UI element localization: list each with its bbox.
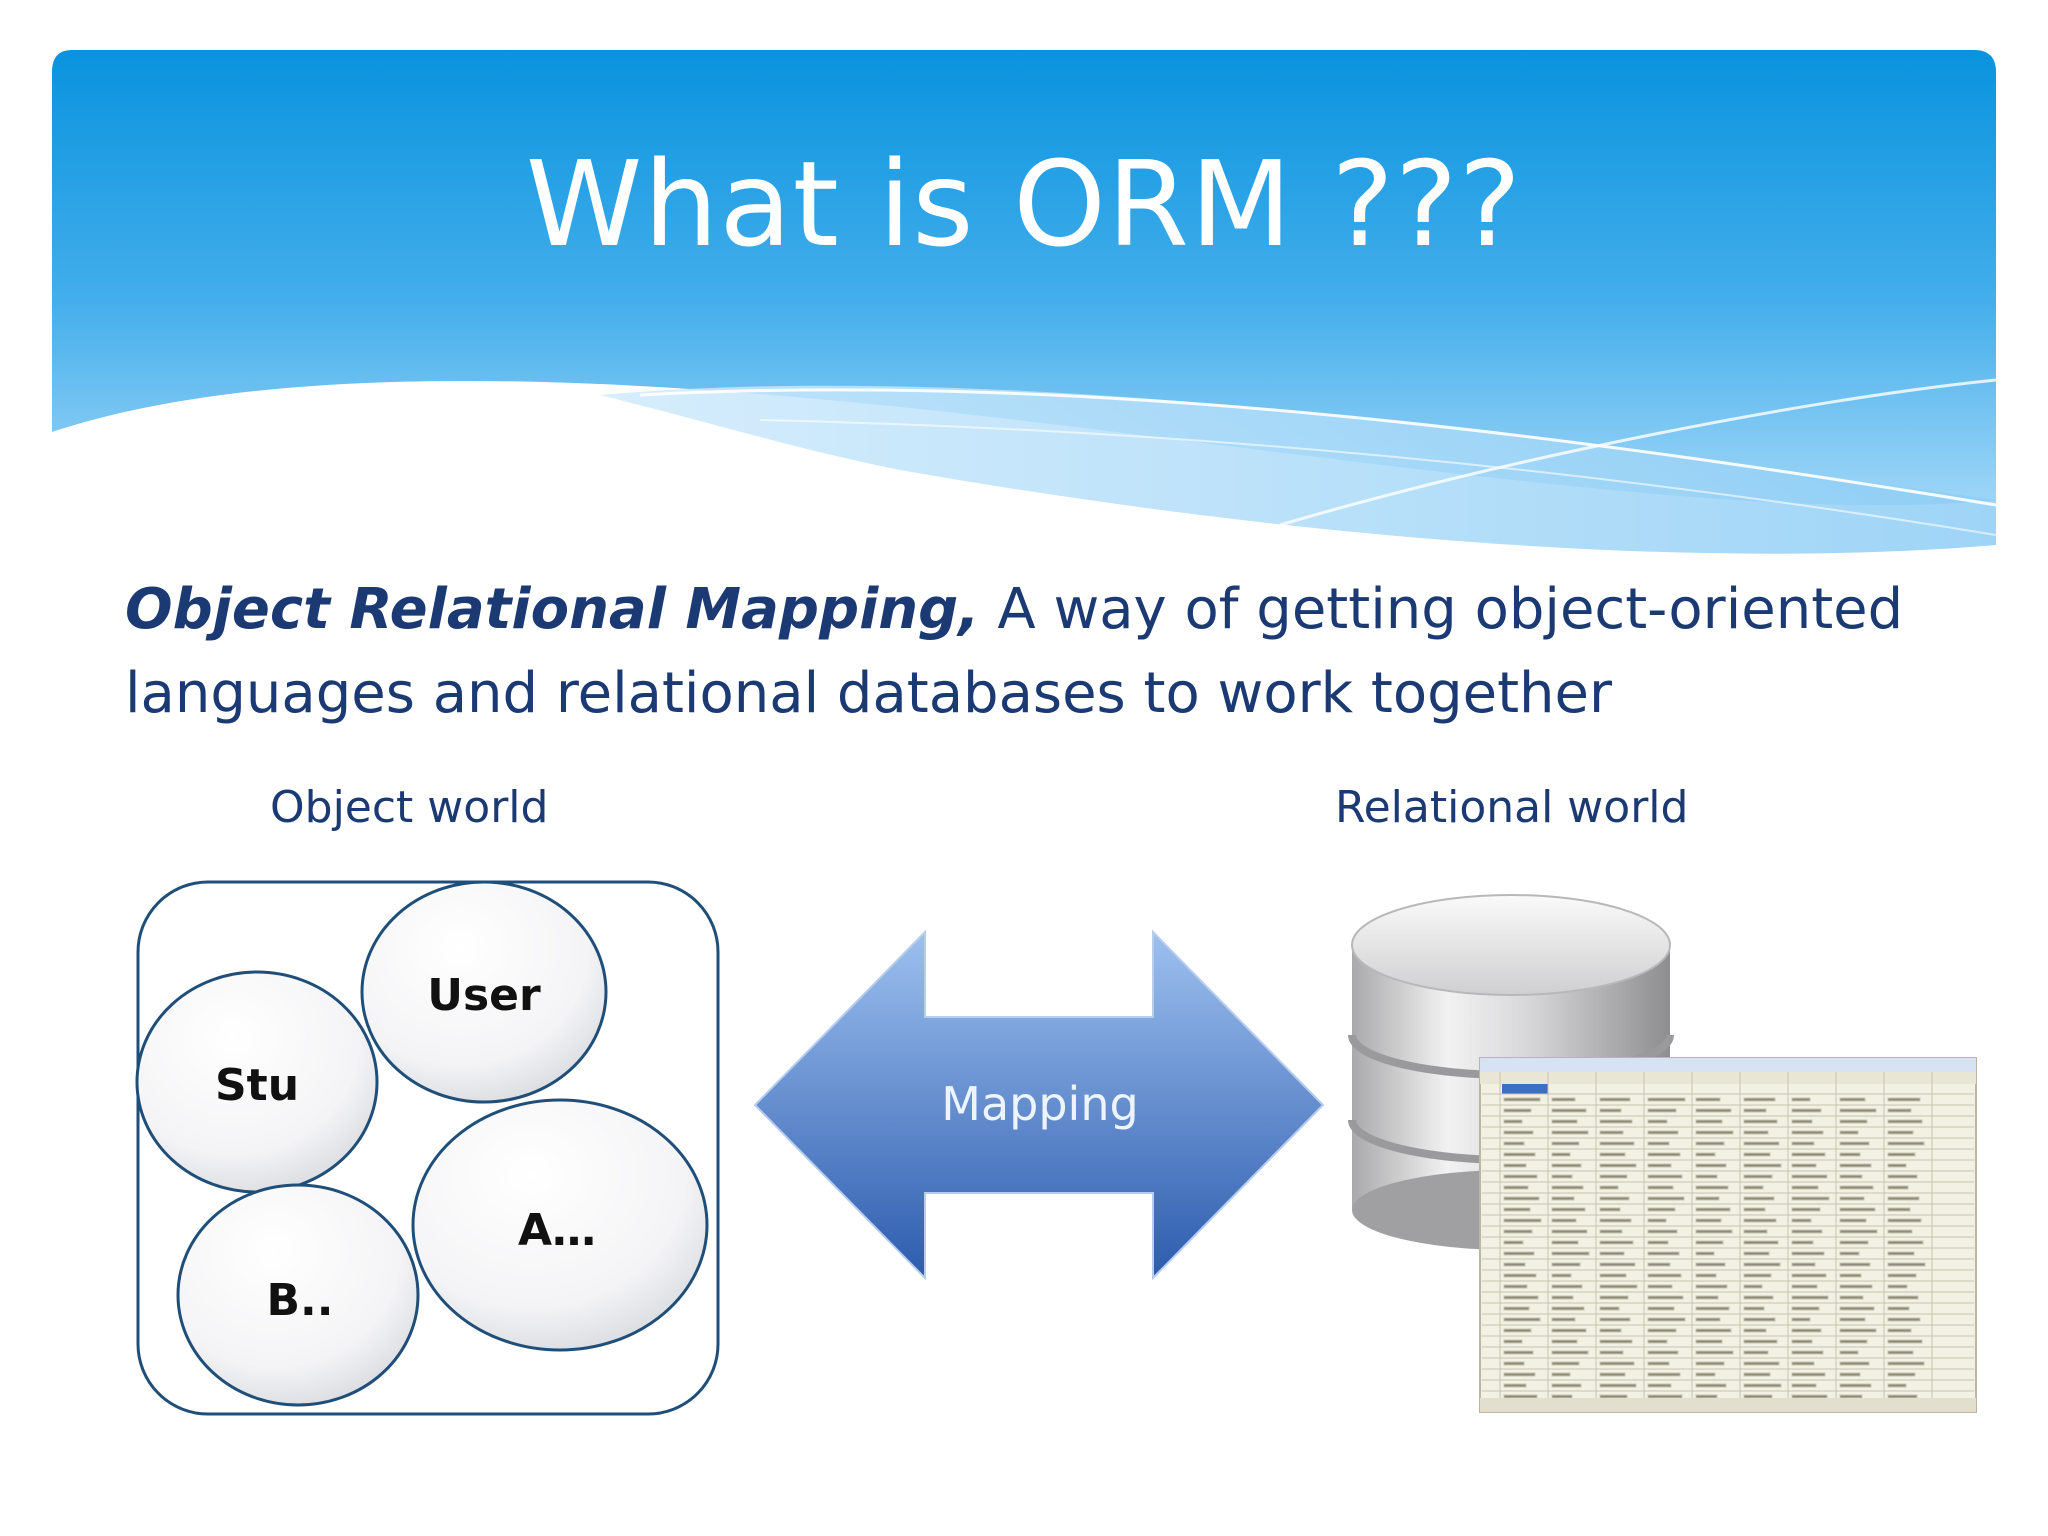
object-label-b: B.. <box>267 1275 334 1326</box>
relational-world-label: Relational world <box>1335 782 1689 833</box>
object-bubble-user: User <box>360 880 608 1104</box>
object-bubble-b: B.. <box>176 1183 420 1407</box>
slide-title: What is ORM ??? <box>525 135 1523 273</box>
object-world-label: Object world <box>270 782 549 833</box>
object-label-a: A… <box>518 1205 596 1256</box>
object-bubble-a: A… <box>411 1098 709 1352</box>
header-band <box>52 50 1997 554</box>
object-label-user: User <box>427 970 541 1021</box>
object-bubble-stu: Stu <box>135 970 379 1194</box>
mapping-arrow: Mapping <box>753 929 1325 1281</box>
definition-description: A way of getting object-oriented languag… <box>125 577 1904 726</box>
table-screenshot-icon <box>1479 1057 1977 1413</box>
definition-text: Object Relational Mapping, A way of gett… <box>125 568 1945 736</box>
mapping-label: Mapping <box>941 1077 1138 1131</box>
object-label-stu: Stu <box>215 1060 299 1111</box>
definition-term: Object Relational Mapping, <box>125 577 980 642</box>
